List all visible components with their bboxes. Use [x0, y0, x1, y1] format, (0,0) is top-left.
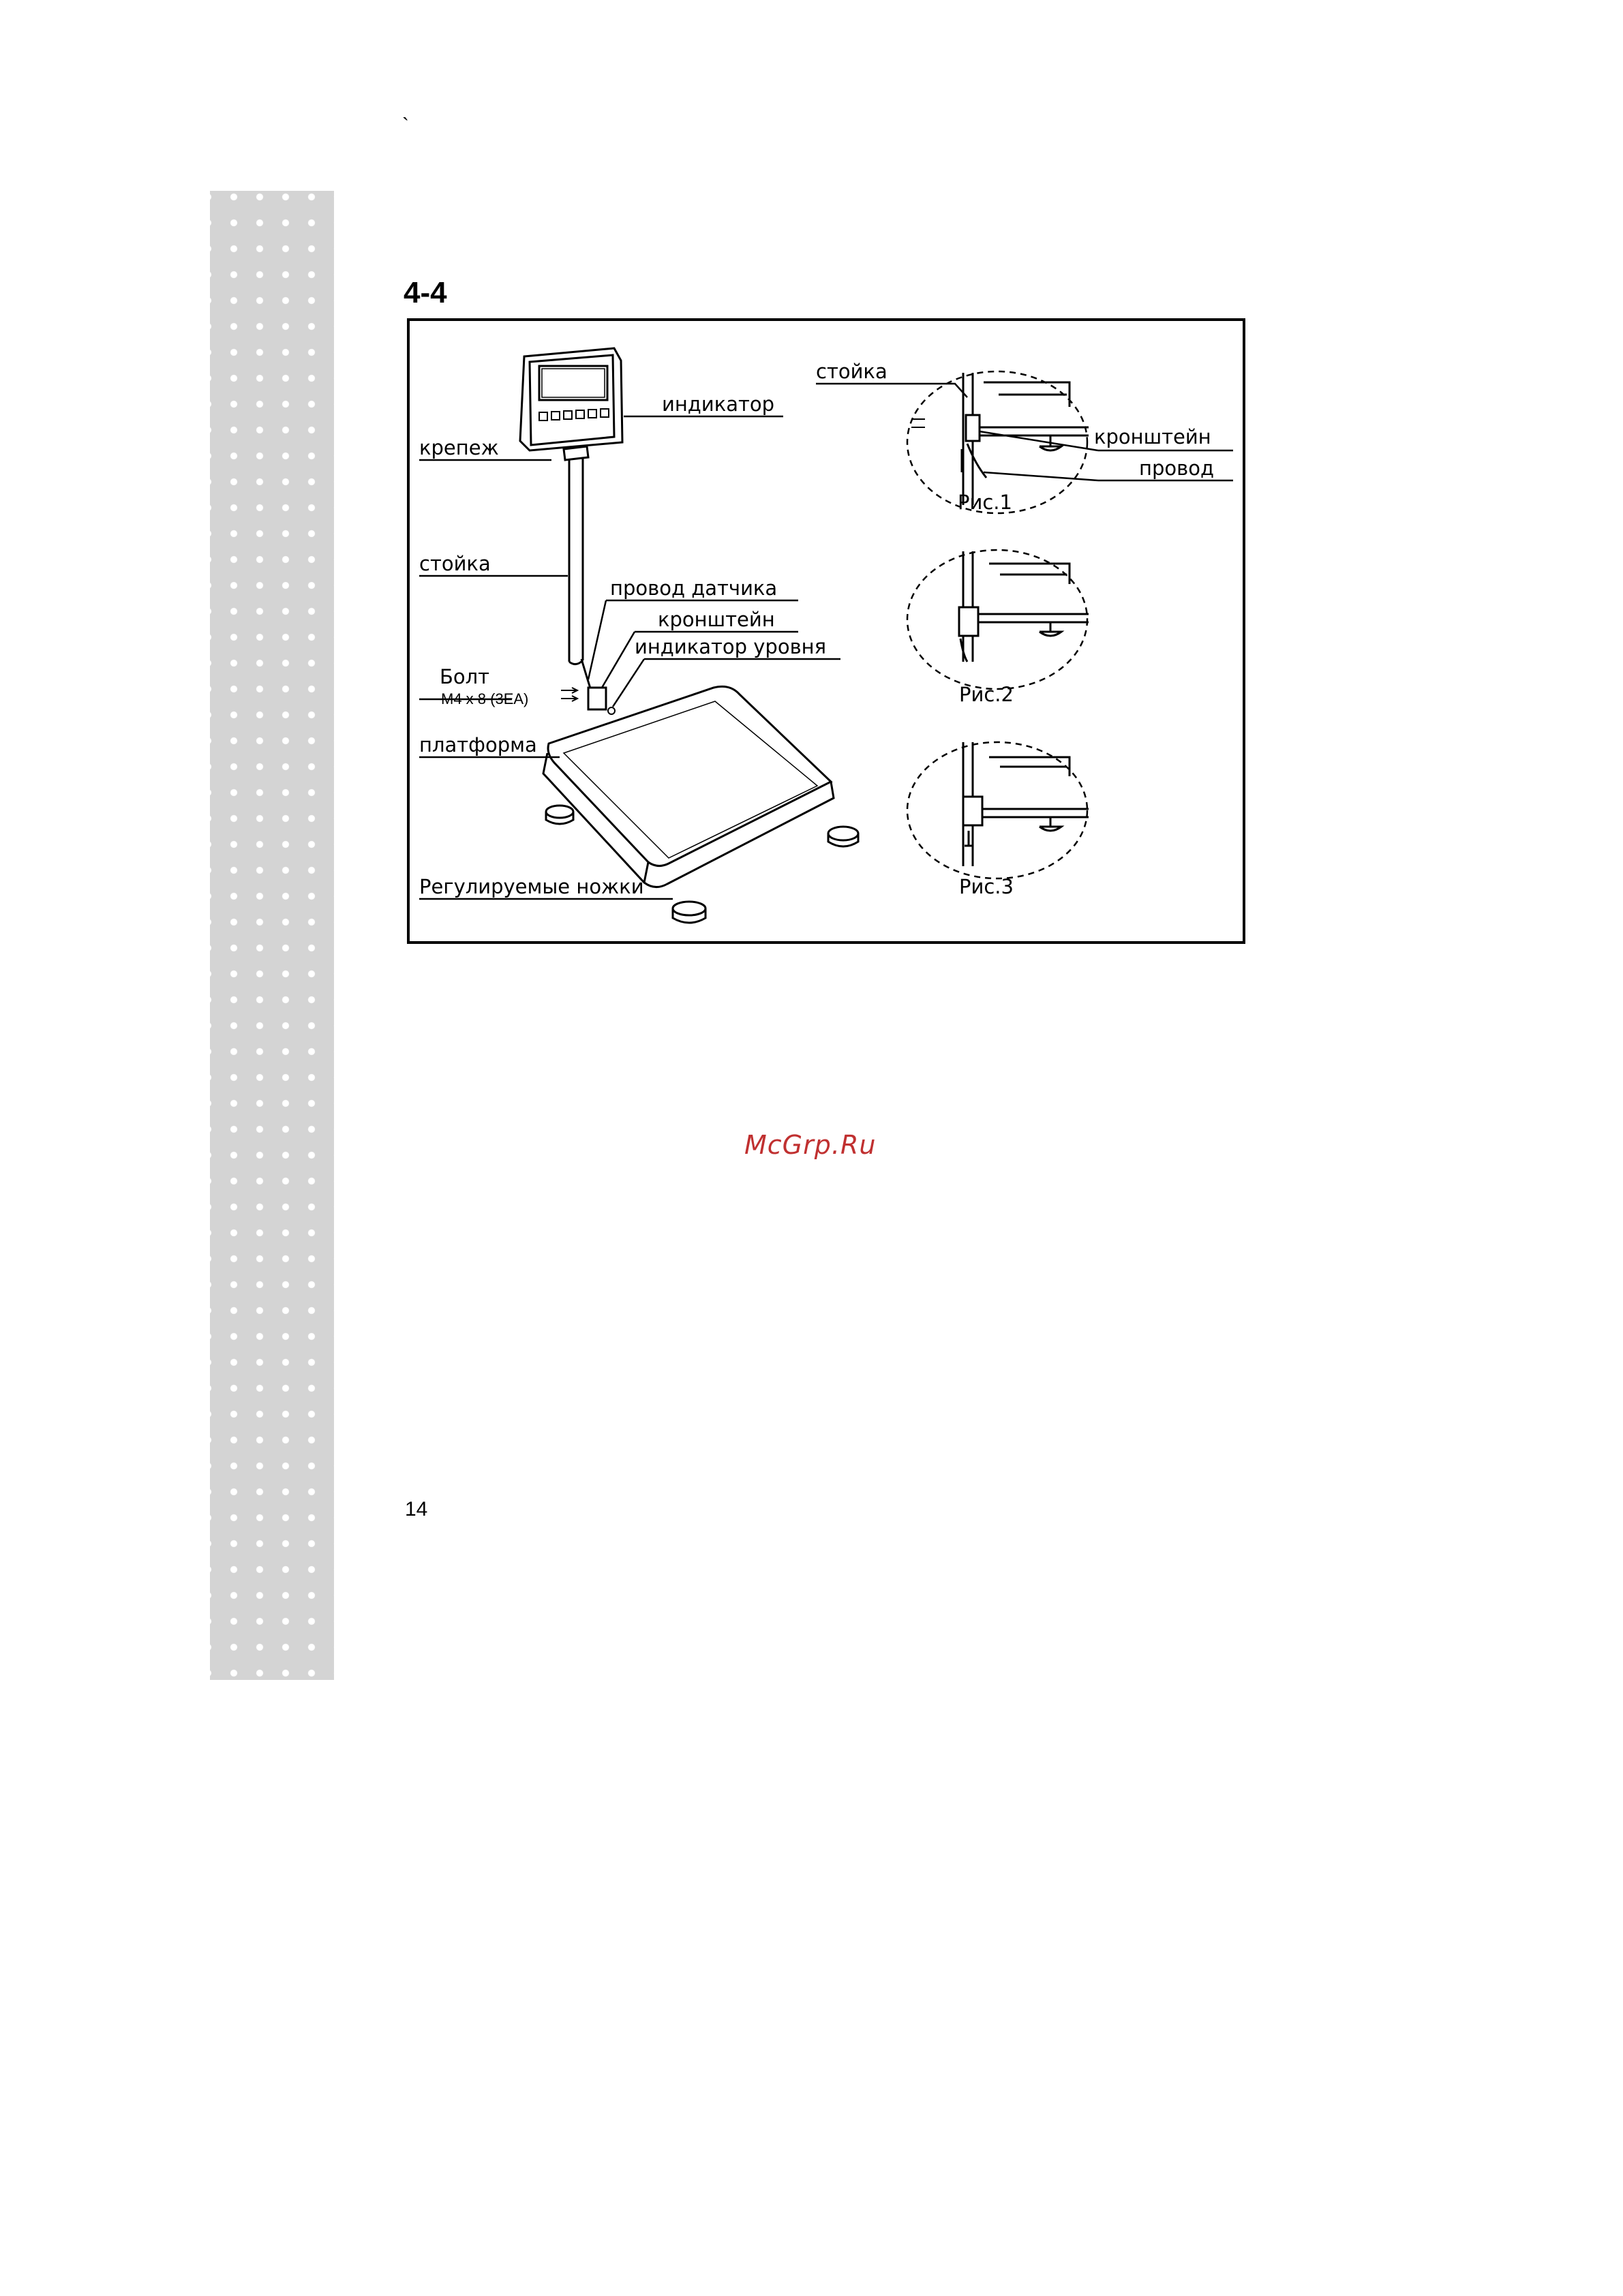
- label-bracket: кронштейн: [658, 608, 775, 631]
- label-mount: крепеж: [419, 436, 499, 459]
- detail-fig2-illustration: [907, 550, 1089, 689]
- label-platform: платформа: [419, 733, 537, 756]
- watermark: McGrp.Ru: [744, 1130, 876, 1160]
- platform-illustration: [543, 686, 834, 887]
- label-bolt: Болт: [440, 665, 489, 688]
- pole-illustration: [569, 459, 583, 664]
- detail-fig3-illustration: [907, 742, 1089, 878]
- detail-label-pole: стойка: [816, 360, 888, 383]
- detail-label-bracket: кронштейн: [1094, 425, 1211, 448]
- label-sensor-wire: провод датчика: [610, 577, 777, 600]
- indicator-head-illustration: [520, 348, 622, 460]
- page-number: 14: [405, 1498, 427, 1521]
- bracket-illustration: [588, 688, 606, 709]
- caption-fig1: Рис.1: [958, 491, 1012, 514]
- detail-label-wire: провод: [1139, 457, 1214, 480]
- label-adjustable-feet: Регулируемые ножки: [419, 875, 644, 898]
- label-pole: стойка: [419, 552, 491, 575]
- level-indicator-bubble: [608, 707, 615, 714]
- installation-figure: индикатор крепеж стойка провод датчика к…: [407, 318, 1245, 944]
- section-heading: 4-4: [404, 278, 447, 308]
- label-level-indicator: индикатор уровня: [635, 635, 826, 658]
- figure-drawing: индикатор крепеж стойка провод датчика к…: [410, 321, 1243, 941]
- tick-mark: `: [402, 116, 409, 136]
- side-decorative-band: [210, 191, 334, 1680]
- caption-fig2: Рис.2: [959, 683, 1014, 706]
- caption-fig3: Рис.3: [959, 875, 1014, 898]
- label-indicator: индикатор: [662, 393, 774, 416]
- label-bolt-spec: M4 x 8 (3EA): [441, 690, 528, 707]
